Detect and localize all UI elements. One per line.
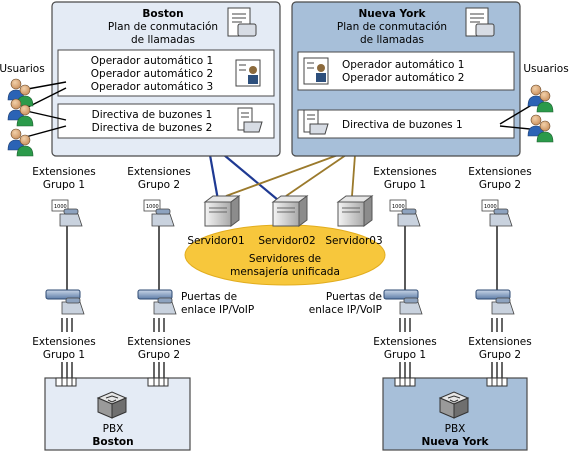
ext-label-b2: Extensiones — [127, 166, 190, 178]
gateway-icon — [137, 289, 177, 315]
gateway-label-ny-2: enlace IP/VoIP — [309, 304, 382, 316]
mailbox-policy-icon — [237, 107, 263, 133]
ext-label-b1: Extensiones — [32, 166, 95, 178]
user-icon — [7, 128, 34, 157]
boston-users-label: Usuarios — [0, 63, 45, 75]
newyork-pbx: PBX Nueva York — [382, 377, 528, 451]
server-label-2: Servidor02 — [258, 235, 315, 247]
ext-label-n2: Extensiones — [468, 166, 531, 178]
auto-attendant-icon — [303, 57, 329, 85]
um-servers-cluster: Servidor01 Servidor02 Servidor03 Servido… — [184, 195, 386, 286]
newyork-users: Usuarios — [499, 63, 569, 143]
bottom-extension-labels: Extensiones Grupo 1 Extensiones Grupo 2 … — [30, 332, 538, 362]
svg-text:1000: 1000 — [392, 204, 405, 210]
user-icon — [527, 84, 554, 113]
extension-phones: 1000 1000 1000 1000 — [51, 199, 513, 227]
ny-link-server01 — [225, 154, 339, 197]
server-label-1: Servidor01 — [187, 235, 244, 247]
boston-pbx: PBX Boston — [44, 377, 191, 451]
newyork-mailbox-policy-box — [297, 109, 515, 139]
gateway-icon — [45, 289, 85, 315]
svg-text:1000: 1000 — [146, 204, 159, 210]
um-servers-label-line1: Servidores de — [249, 253, 321, 265]
server-icon — [336, 195, 374, 227]
mailbox-policy-icon — [303, 109, 329, 135]
boston-users: Usuarios — [0, 63, 67, 157]
newyork-dial-plan-line1: Plan de conmutación — [337, 21, 447, 33]
user-icon — [527, 114, 554, 143]
newyork-title: Nueva York — [359, 8, 427, 20]
boston-dial-plan-line1: Plan de conmutación — [108, 21, 218, 33]
dial-plan-icon — [465, 7, 495, 37]
svg-text:1000: 1000 — [54, 204, 67, 210]
ext-bottom-group-n2: Grupo 2 — [479, 349, 521, 361]
boston-policy-2: Directiva de buzones 2 — [92, 122, 213, 134]
phone-icon: 1000 — [389, 199, 421, 227]
ext-label-n1: Extensiones — [373, 166, 436, 178]
gateway-icon — [475, 289, 515, 315]
gateway-label-ny-1: Puertas de — [326, 291, 382, 303]
boston-aa-1: Operador automático 1 — [91, 55, 213, 67]
svg-text:1000: 1000 — [484, 204, 497, 210]
pbx-icon — [96, 391, 128, 419]
phone-icon: 1000 — [51, 199, 83, 227]
gateway-icon — [383, 289, 423, 315]
boston-link-server02 — [223, 154, 279, 201]
boston-pbx-label: PBX — [103, 423, 124, 435]
ny-link-server02 — [285, 154, 347, 197]
gateway-label-boston-1: Puertas de — [181, 291, 237, 303]
boston-dial-plan: Boston Plan de conmutación de llamadas O… — [51, 1, 281, 157]
boston-title: Boston — [142, 8, 183, 20]
newyork-dial-plan-line2: de llamadas — [360, 34, 424, 46]
ext-group-b1: Grupo 1 — [43, 179, 85, 191]
newyork-users-label: Usuarios — [523, 63, 568, 75]
newyork-pbx-city: Nueva York — [422, 436, 490, 448]
pbx-icon — [438, 391, 470, 419]
top-extension-labels: Extensiones Grupo 1 Extensiones Grupo 2 … — [32, 166, 531, 191]
ext-group-b2: Grupo 2 — [138, 179, 180, 191]
boston-link-server01 — [208, 154, 220, 201]
gateway-label-boston-2: enlace IP/VoIP — [181, 304, 254, 316]
boston-policy-1: Directiva de buzones 1 — [92, 109, 213, 121]
newyork-aa-1: Operador automático 1 — [342, 59, 464, 71]
ext-bottom-label-b2: Extensiones — [127, 336, 190, 348]
ext-group-n2: Grupo 2 — [479, 179, 521, 191]
ext-bottom-label-n2: Extensiones — [468, 336, 531, 348]
boston-dial-plan-line2: de llamadas — [131, 34, 195, 46]
user-icon — [7, 78, 34, 107]
ext-bottom-group-b1: Grupo 1 — [43, 349, 85, 361]
server-icon — [203, 195, 241, 227]
newyork-dial-plan: Nueva York Plan de conmutación de llamad… — [291, 1, 521, 157]
dial-plan-connections — [208, 154, 356, 201]
ext-bottom-group-b2: Grupo 2 — [138, 349, 180, 361]
server-icon — [271, 195, 309, 227]
ext-bottom-label-b1: Extensiones — [32, 336, 95, 348]
user-icon — [7, 98, 34, 127]
ny-link-server03 — [351, 154, 356, 197]
boston-pbx-city: Boston — [92, 436, 133, 448]
boston-aa-2: Operador automático 2 — [91, 68, 213, 80]
boston-aa-3: Operador automático 3 — [91, 81, 213, 93]
ext-group-n1: Grupo 1 — [384, 179, 426, 191]
auto-attendant-icon — [235, 59, 261, 87]
newyork-auto-attendant-box — [297, 51, 515, 91]
ext-bottom-label-n1: Extensiones — [373, 336, 436, 348]
newyork-aa-2: Operador automático 2 — [342, 72, 464, 84]
newyork-pbx-label: PBX — [445, 423, 466, 435]
ext-bottom-group-n1: Grupo 1 — [384, 349, 426, 361]
phone-icon: 1000 — [481, 199, 513, 227]
server-label-3: Servidor03 — [325, 235, 382, 247]
phone-icon: 1000 — [143, 199, 175, 227]
dial-plan-icon — [227, 7, 257, 37]
newyork-policy-1: Directiva de buzones 1 — [342, 119, 463, 131]
um-servers-label-line2: mensajería unificada — [230, 266, 340, 278]
gateways: Puertas de enlace IP/VoIP Puertas de enl… — [45, 289, 515, 316]
